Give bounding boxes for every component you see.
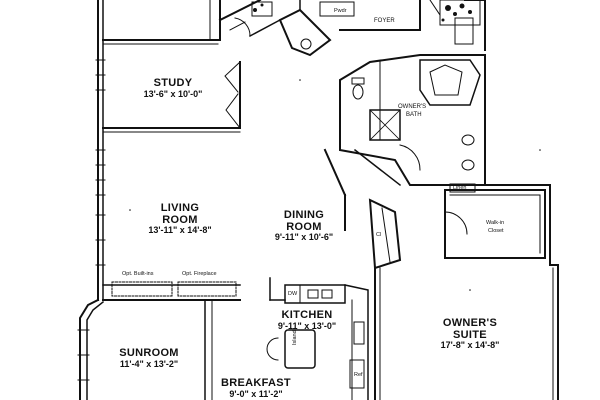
label-foyer: FOYER bbox=[374, 18, 395, 24]
room-dimensions: 13'-11" x 14'-8" bbox=[148, 225, 212, 236]
label-dw: DW bbox=[288, 291, 298, 297]
room-dining: DINING ROOM 9'-11" x 10'-6" bbox=[262, 209, 346, 243]
room-name: LIVING bbox=[160, 202, 200, 214]
label-opt-built-ins: Opt. Built-ins bbox=[122, 271, 154, 277]
room-name: KITCHEN bbox=[281, 309, 333, 321]
room-name: SUNROOM bbox=[119, 347, 179, 359]
room-study: STUDY 13'-6" x 10'-0" bbox=[128, 77, 218, 99]
room-name-line2: ROOM bbox=[162, 213, 198, 226]
label-owners-bath-2: BATH bbox=[406, 112, 422, 118]
label-cl: Cl bbox=[376, 232, 382, 238]
room-owners-suite: OWNER'S SUITE 17'-8" x 14'-8" bbox=[420, 317, 520, 351]
room-kitchen: KITCHEN 9'-11" x 13'-0" bbox=[265, 309, 349, 331]
label-ref: Ref bbox=[354, 372, 363, 378]
label-pwdr: Pwdr bbox=[334, 8, 347, 14]
room-dimensions: 9'-11" x 10'-6" bbox=[274, 232, 334, 243]
room-dimensions: 17'-8" x 14'-8" bbox=[440, 340, 500, 351]
label-opt-fireplace: Opt. Fireplace bbox=[182, 271, 217, 277]
room-dimensions: 9'-11" x 13'-0" bbox=[277, 320, 337, 331]
label-walkin-2: Closet bbox=[488, 228, 504, 234]
label-owners-bath-1: OWNER'S bbox=[398, 104, 427, 110]
room-dimensions: 13'-6" x 10'-0" bbox=[143, 88, 203, 99]
room-dimensions: 9'-0" x 11'-2" bbox=[229, 388, 283, 399]
room-name-line2: SUITE bbox=[453, 328, 487, 341]
room-name-line2: ROOM bbox=[286, 220, 322, 233]
label-island: Island bbox=[292, 330, 298, 345]
room-breakfast: BREAKFAST 9'-0" x 11'-2" bbox=[214, 377, 298, 399]
room-sunroom: SUNROOM 11'-4" x 13'-2" bbox=[103, 347, 195, 369]
label-walkin-1: Walk-in bbox=[486, 220, 505, 226]
room-living: LIVING ROOM 13'-11" x 14'-8" bbox=[130, 202, 230, 236]
label-linen: Linen bbox=[453, 185, 467, 191]
room-name: BREAKFAST bbox=[221, 377, 291, 389]
room-dimensions: 11'-4" x 13'-2" bbox=[119, 358, 179, 369]
room-name: STUDY bbox=[153, 77, 193, 89]
room-name: DINING bbox=[283, 209, 325, 221]
room-name: OWNER'S bbox=[442, 317, 498, 329]
